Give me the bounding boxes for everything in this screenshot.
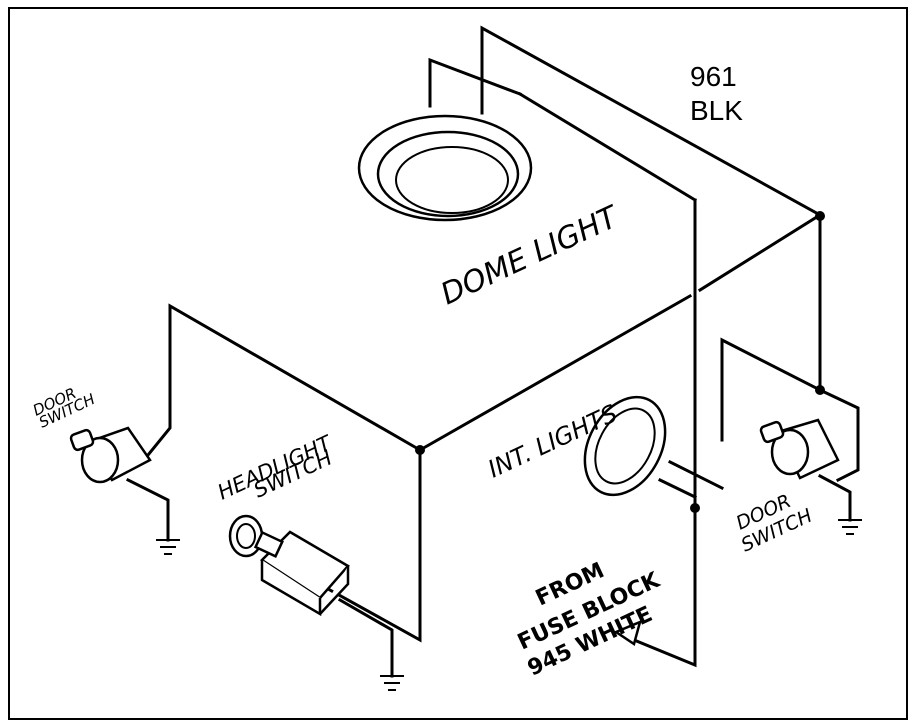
wire-left-loop bbox=[145, 303, 423, 458]
wire-dome-right bbox=[480, 25, 823, 218]
wire-back-rail bbox=[697, 212, 823, 293]
headlight-switch-icon bbox=[228, 514, 394, 678]
wire-back-rail-2 bbox=[417, 293, 693, 453]
left-door-ground-icon bbox=[156, 539, 180, 555]
wire-dome-bridge bbox=[517, 91, 698, 203]
wire-right-door-loop bbox=[818, 388, 860, 483]
left-door-switch-icon bbox=[69, 426, 170, 542]
wire-dome-left bbox=[428, 57, 522, 108]
wire-main-vertical bbox=[632, 198, 697, 668]
wire-color-label: BLK bbox=[690, 95, 743, 126]
wire-headlight bbox=[327, 448, 422, 643]
feed-arrow-icon bbox=[613, 619, 642, 647]
int-light-icon bbox=[583, 395, 667, 497]
dome-light-icon bbox=[357, 114, 533, 222]
wire-id-label: 961 bbox=[690, 61, 737, 92]
junction-dot-feed bbox=[690, 503, 700, 513]
headlight-ground-icon bbox=[380, 675, 404, 691]
right-door-ground-icon bbox=[838, 519, 862, 535]
junction-dot-right bbox=[815, 385, 825, 395]
wiring-harness bbox=[145, 25, 860, 668]
wire-right-door-feed bbox=[720, 337, 823, 442]
junction-dot-center bbox=[415, 445, 425, 455]
wire-int-lights-2 bbox=[667, 459, 725, 491]
diagram-frame bbox=[8, 7, 908, 720]
wire-int-lights bbox=[657, 477, 698, 500]
junction-dot-top-right bbox=[815, 211, 825, 221]
right-door-switch-icon bbox=[759, 418, 852, 522]
